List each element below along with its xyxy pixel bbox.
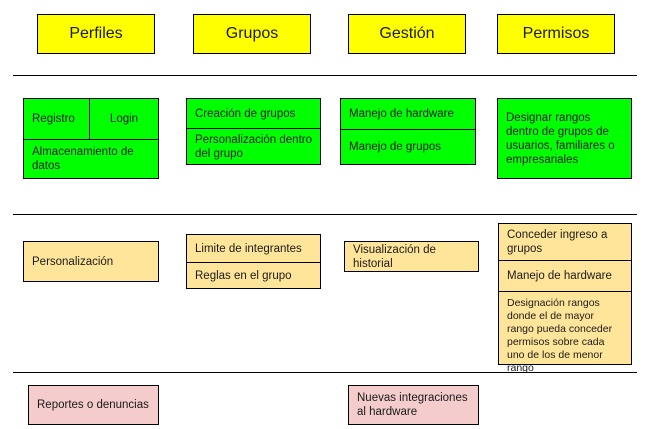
perfiles-row2-box: Personalización <box>23 241 159 282</box>
divider-2 <box>13 214 637 215</box>
registro-cell: Registro <box>24 99 89 139</box>
divider-3 <box>13 372 637 373</box>
permisos-row2-box: Conceder ingreso a grupos Manejo de hard… <box>498 223 632 374</box>
grupos-row1-hsep <box>187 128 320 129</box>
divider-1 <box>13 75 637 76</box>
almacenamiento-label: Almacenamiento de datos <box>32 146 134 172</box>
integraciones-label: Nuevas integraciones al hardware <box>357 392 468 418</box>
personalizacion-cell: Personalización <box>24 242 158 281</box>
perfiles-row3-box: Reportes o denuncias <box>28 385 159 425</box>
registro-label: Registro <box>32 113 75 125</box>
designar-label: Designar rangos dentro de grupos de usua… <box>506 112 615 166</box>
header-perfiles: Perfiles <box>37 14 155 54</box>
designacion-label: Designación rangos donde el de mayor ran… <box>507 297 613 374</box>
header-gestion: Gestión <box>348 14 466 54</box>
permisos-row2-hsep-2 <box>499 291 631 292</box>
permisos-hardware-label: Manejo de hardware <box>507 270 612 282</box>
gestion-row1-box: Manejo de hardware Manejo de grupos <box>340 98 476 165</box>
gestion-row1-hsep <box>341 129 475 130</box>
permisos-row2-hsep-1 <box>499 260 631 261</box>
historial-cell: Visualización de historial <box>345 242 478 271</box>
designar-cell: Designar rangos dentro de grupos de usua… <box>498 111 631 177</box>
limite-cell: Limite de integrantes <box>187 235 320 262</box>
integraciones-cell: Nuevas integraciones al hardware <box>349 386 478 424</box>
permisos-hardware-cell: Manejo de hardware <box>499 261 631 291</box>
reglas-label: Reglas en el grupo <box>195 269 292 282</box>
header-perfiles-label: Perfiles <box>69 25 123 42</box>
personalizacion-grupo-label: Personalización dentro del grupo <box>195 134 312 160</box>
permisos-row1-box: Designar rangos dentro de grupos de usua… <box>497 98 632 179</box>
perfiles-row1-box: Registro Login Almacenamiento de datos <box>23 98 159 179</box>
gestion-grupos-cell: Manejo de grupos <box>341 130 475 164</box>
limite-label: Limite de integrantes <box>195 242 302 255</box>
gestion-row2-box: Visualización de historial <box>344 241 479 272</box>
reglas-cell: Reglas en el grupo <box>187 263 320 288</box>
grupos-row1-box: Creación de grupos Personalización dentr… <box>186 98 321 165</box>
header-grupos: Grupos <box>193 14 311 54</box>
header-gestion-label: Gestión <box>379 25 435 42</box>
designacion-cell: Designación rangos donde el de mayor ran… <box>499 297 631 374</box>
grupos-row2-box: Limite de integrantes Reglas en el grupo <box>186 234 321 289</box>
login-label: Login <box>109 113 139 125</box>
perfiles-row1-vsep <box>89 99 90 139</box>
header-permisos: Permisos <box>497 14 615 54</box>
gestion-hardware-label: Manejo de hardware <box>349 108 454 120</box>
ingreso-label: Conceder ingreso a grupos <box>507 229 608 255</box>
login-cell: Login <box>90 99 158 139</box>
reportes-cell: Reportes o denuncias <box>29 386 158 424</box>
ingreso-cell: Conceder ingreso a grupos <box>499 224 631 260</box>
personalizacion-label: Personalización <box>32 255 114 268</box>
grupos-row2-hsep <box>187 262 320 263</box>
perfiles-row1-hsep <box>24 139 158 140</box>
almacenamiento-cell: Almacenamiento de datos <box>24 140 158 178</box>
gestion-row3-box: Nuevas integraciones al hardware <box>348 385 479 425</box>
creacion-cell: Creación de grupos <box>187 99 320 128</box>
gestion-grupos-label: Manejo de grupos <box>349 141 442 153</box>
creacion-label: Creación de grupos <box>195 107 296 120</box>
header-permisos-label: Permisos <box>522 25 590 42</box>
personalizacion-grupo-cell: Personalización dentro del grupo <box>187 133 320 163</box>
header-grupos-label: Grupos <box>225 25 279 42</box>
gestion-hardware-cell: Manejo de hardware <box>341 99 475 129</box>
reportes-label: Reportes o denuncias <box>37 399 149 411</box>
historial-label: Visualización de historial <box>353 243 436 270</box>
